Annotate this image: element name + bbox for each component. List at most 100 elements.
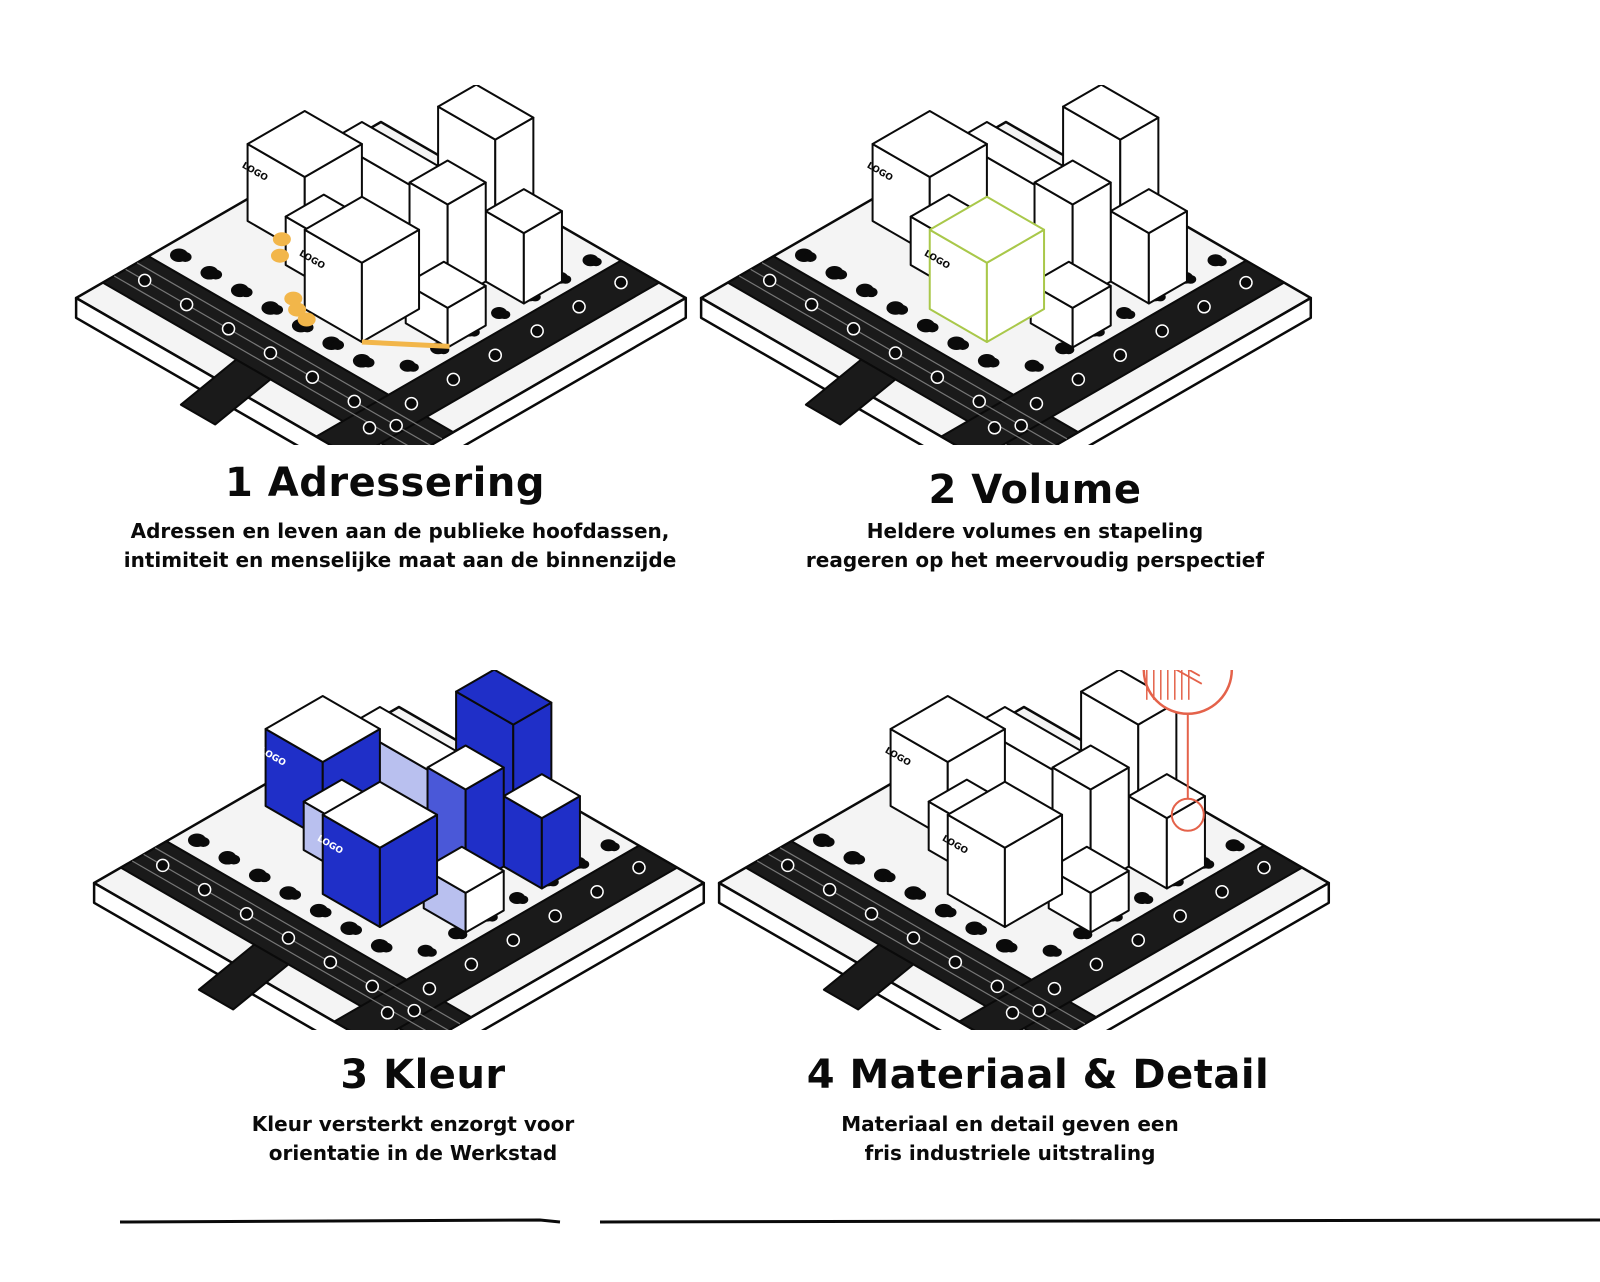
bollard-dot [464,957,479,972]
tree-icon [239,287,253,298]
plinth-edge [92,881,352,1030]
bollard-dot [1071,372,1086,387]
building-roof [1033,159,1112,206]
bollard-dot [632,860,646,875]
panel-title: 3 Kleur [340,1052,506,1098]
tree-icon [425,948,437,957]
road-lane-line [750,268,1056,445]
tree-icon [1142,895,1154,904]
building-roof [303,195,421,264]
panel-description: Materiaal en detail geven een fris indus… [610,1110,1410,1168]
bollard-dot [380,1006,395,1020]
building-roof [871,110,988,178]
bollard-dot [614,275,628,290]
panel-description: Adressen en leven aan de publieke hoofda… [0,517,800,575]
bollard-dot [572,300,586,314]
building-roof [455,670,553,726]
road-lane-line [761,262,1068,440]
description-line-1: Heldere volumes en stapeling [866,519,1204,543]
description-line-2: orientatie in de Werkstad [268,1141,558,1165]
plinth-edge [1053,296,1313,445]
description-line-1: Adressen en leven aan de publieke hoofda… [130,519,670,543]
bollard-dot [1089,957,1104,972]
panel-title: 1 Adressering [225,460,545,506]
plinth-edge [717,881,977,1030]
building-roof [426,744,505,791]
tree-icon [1215,257,1227,267]
tree-icon [913,889,927,900]
bollard-dot [1215,885,1229,899]
bollard-dot [404,396,419,411]
bollard-dot [948,955,963,969]
bollard-dot [488,348,503,362]
bollard-dot [506,933,521,947]
tree-icon [1050,948,1062,957]
ramp [804,358,897,426]
tree-icon [407,363,419,372]
bollard-dot [239,907,254,921]
road-lane-line [136,262,443,440]
plinth-edge [74,296,334,445]
tree-icon [943,907,957,918]
bollard-dot [1113,348,1128,362]
bollard-dot [179,297,194,312]
tree-icon [1233,842,1245,852]
tree-icon [209,269,223,280]
panel-title: 2 Volume [928,467,1142,513]
bollard-dot [906,931,921,945]
activity-highlight [288,302,307,317]
tree-icon [361,357,375,368]
building-roof [502,773,581,820]
bollard-dot [762,273,777,288]
building-roof [246,110,363,178]
building-roof [1109,188,1188,235]
bollard-dot [137,273,152,288]
tree-icon [517,895,529,904]
road-lane-line [779,847,1086,1025]
description-line-2: intimiteit en menselijke maat aan de bin… [123,548,677,572]
tree-icon [834,269,848,280]
tree-icon [1004,942,1018,953]
bollard-dot [804,297,819,312]
bollard-dot [888,346,903,360]
bollard-dot [365,979,380,994]
bollard-dot [1131,933,1146,947]
tree-icon [852,854,866,865]
bollard-dot [305,370,320,384]
tree-icon [956,340,970,350]
bollard-dot [1239,275,1253,290]
tree-icon [270,304,284,315]
road-lane-line [125,268,431,445]
brick-line [1187,670,1201,677]
bollard-dot [1005,1006,1020,1020]
description-line-1: Materiaal en detail geven een [841,1112,1179,1136]
description-line-2: fris industriele uitstraling [864,1141,1156,1165]
plinth-edge [699,296,959,445]
building-roof [408,159,487,206]
bollard-dot [930,370,945,384]
plinth-edge [428,296,688,445]
tree-icon [925,322,939,333]
bollard-dot [155,858,170,873]
building-roof [484,188,563,235]
bollard-dot [1032,1003,1046,1018]
tree-icon [974,925,988,935]
building-front-logo [946,780,1064,928]
bottom-rule [119,1218,1600,1224]
plinth-edge [446,881,706,1030]
bollard-dot [1173,909,1187,923]
road-lane-line [143,853,449,1030]
bollard-dot [323,955,338,969]
bollard-dot [422,981,437,996]
plinth-edge [1071,881,1331,1030]
tree-icon [1124,310,1136,319]
ramp [822,943,915,1011]
